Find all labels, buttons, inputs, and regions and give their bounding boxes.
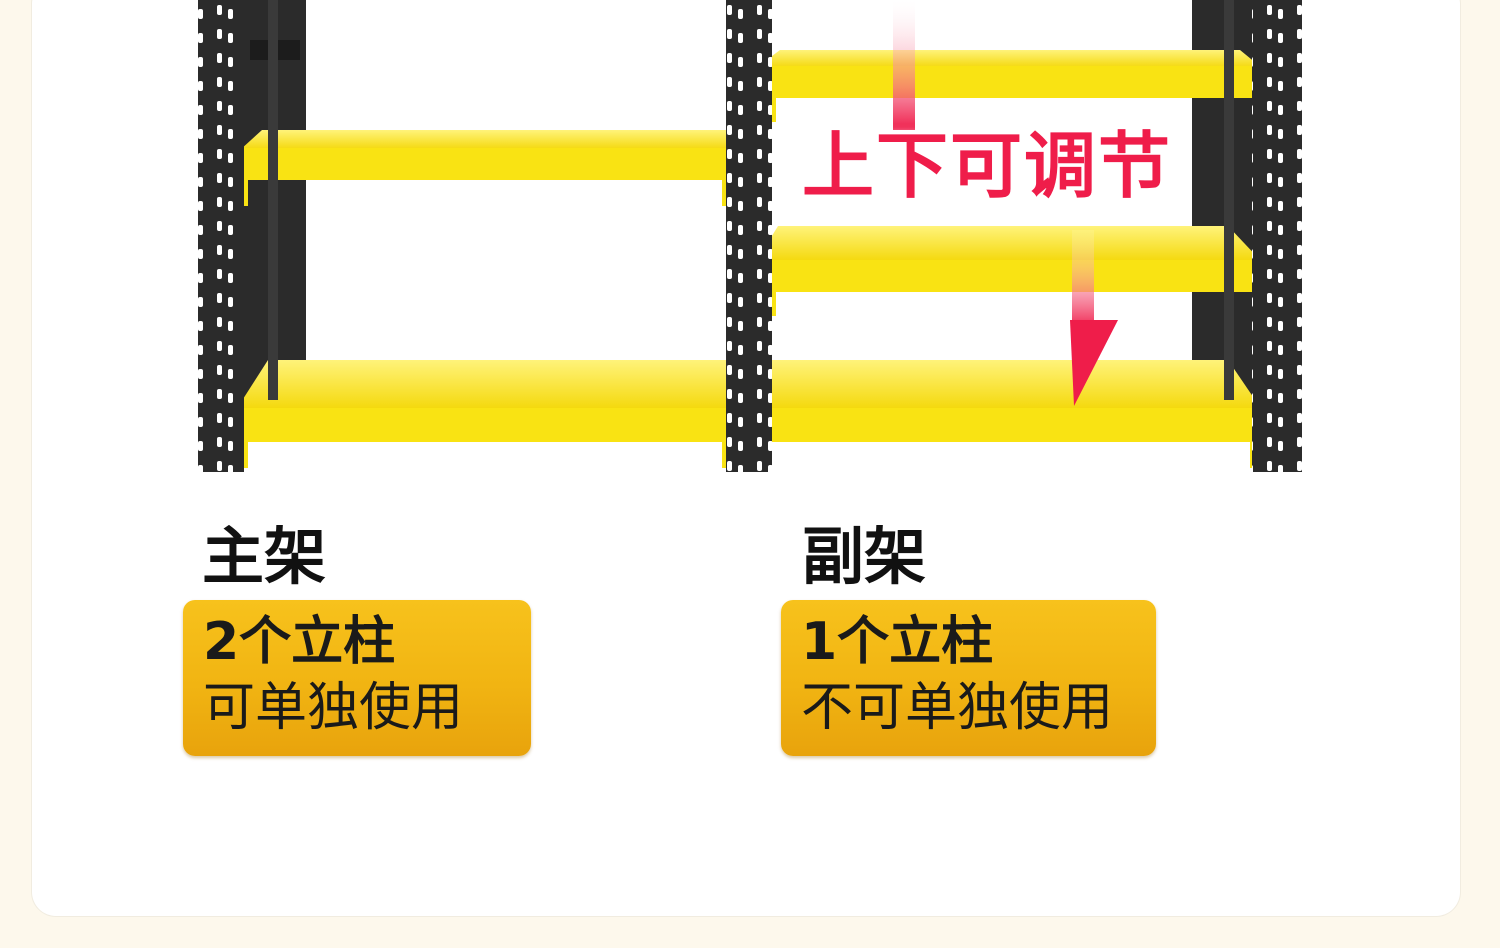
sub-frame-badge: 1个立柱 不可单独使用	[781, 600, 1156, 756]
sub-frame-usage: 不可单独使用	[801, 678, 1114, 738]
adjust-arrows	[893, 0, 1118, 406]
adjustable-height-label: 上下可调节	[802, 124, 1173, 208]
front-posts	[198, 0, 1302, 472]
main-frame-usage: 可单独使用	[203, 678, 464, 738]
main-frame-badge: 2个立柱 可单独使用	[183, 600, 531, 756]
main-frame-title: 主架	[202, 520, 327, 593]
main-frame-columns: 2个立柱	[203, 612, 396, 672]
sub-frame-title: 副架	[802, 520, 927, 593]
sub-frame-columns: 1个立柱	[801, 612, 994, 672]
